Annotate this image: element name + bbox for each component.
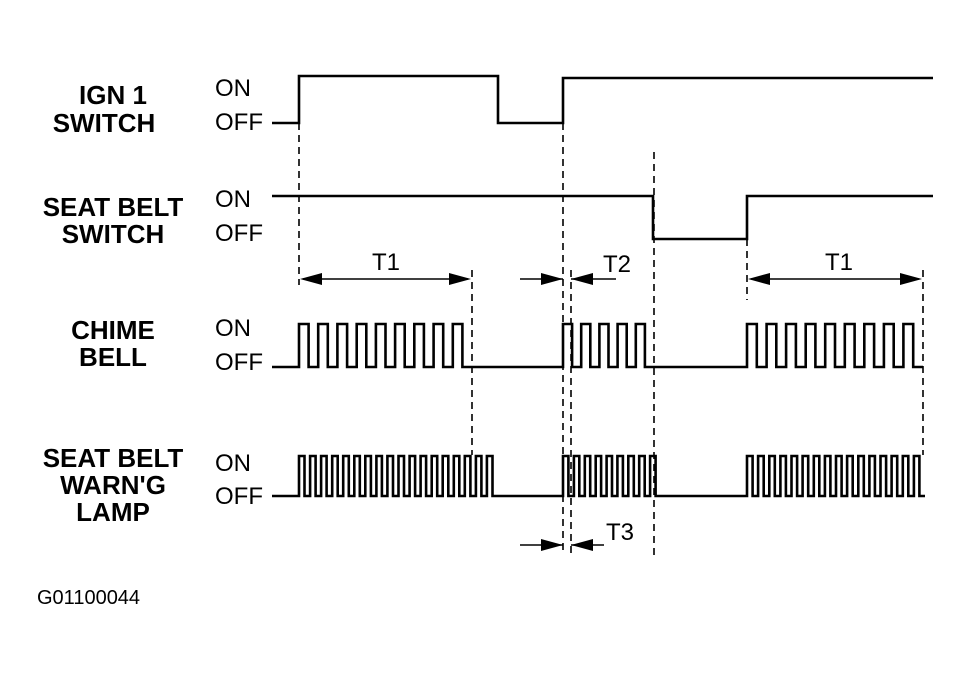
chime-on-label: ON (215, 315, 251, 342)
t2-label: T2 (603, 251, 631, 278)
chime-bell-label-line-2: BELL (79, 342, 147, 372)
t2-right-arrow (571, 273, 593, 285)
belt-off-label: OFF (215, 220, 263, 247)
t1-first-left-arrow (300, 273, 322, 285)
chime-bell-label-line-1: CHIME (71, 315, 155, 345)
t1-first-right-arrow (449, 273, 471, 285)
warning-lamp-label-line-1: SEAT BELT (43, 443, 184, 473)
ign-switch-label-line-2: SWITCH (53, 108, 156, 138)
ign-switch-label-line-1: IGN 1 (79, 80, 147, 110)
ign-on-label: ON (215, 75, 251, 102)
lamp-on-label: ON (215, 450, 251, 477)
t3-right-arrow (571, 539, 593, 551)
t1-second-label: T1 (825, 249, 853, 276)
lamp-off-label: OFF (215, 483, 263, 510)
t3-label: T3 (606, 519, 634, 546)
warning-lamp-label-line-3: LAMP (76, 497, 150, 527)
chime-off-label: OFF (215, 349, 263, 376)
t2-left-arrow (541, 273, 563, 285)
warning-lamp-label-line-2: WARN'G (60, 470, 166, 500)
t3-left-arrow (541, 539, 563, 551)
t1-second-left-arrow (748, 273, 770, 285)
seat-belt-switch-waveform (272, 194, 933, 241)
t1-first-label: T1 (372, 249, 400, 276)
seat-belt-switch-label-line-2: SWITCH (62, 219, 165, 249)
ign-switch-waveform (272, 74, 933, 125)
ign-off-label: OFF (215, 109, 263, 136)
warning-lamp-waveform (272, 454, 925, 498)
belt-on-label: ON (215, 186, 251, 213)
t1-second-right-arrow (900, 273, 922, 285)
figure-code: G01100044 (37, 587, 140, 609)
seat-belt-switch-label-line-1: SEAT BELT (43, 192, 184, 222)
chime-bell-waveform (272, 322, 923, 369)
